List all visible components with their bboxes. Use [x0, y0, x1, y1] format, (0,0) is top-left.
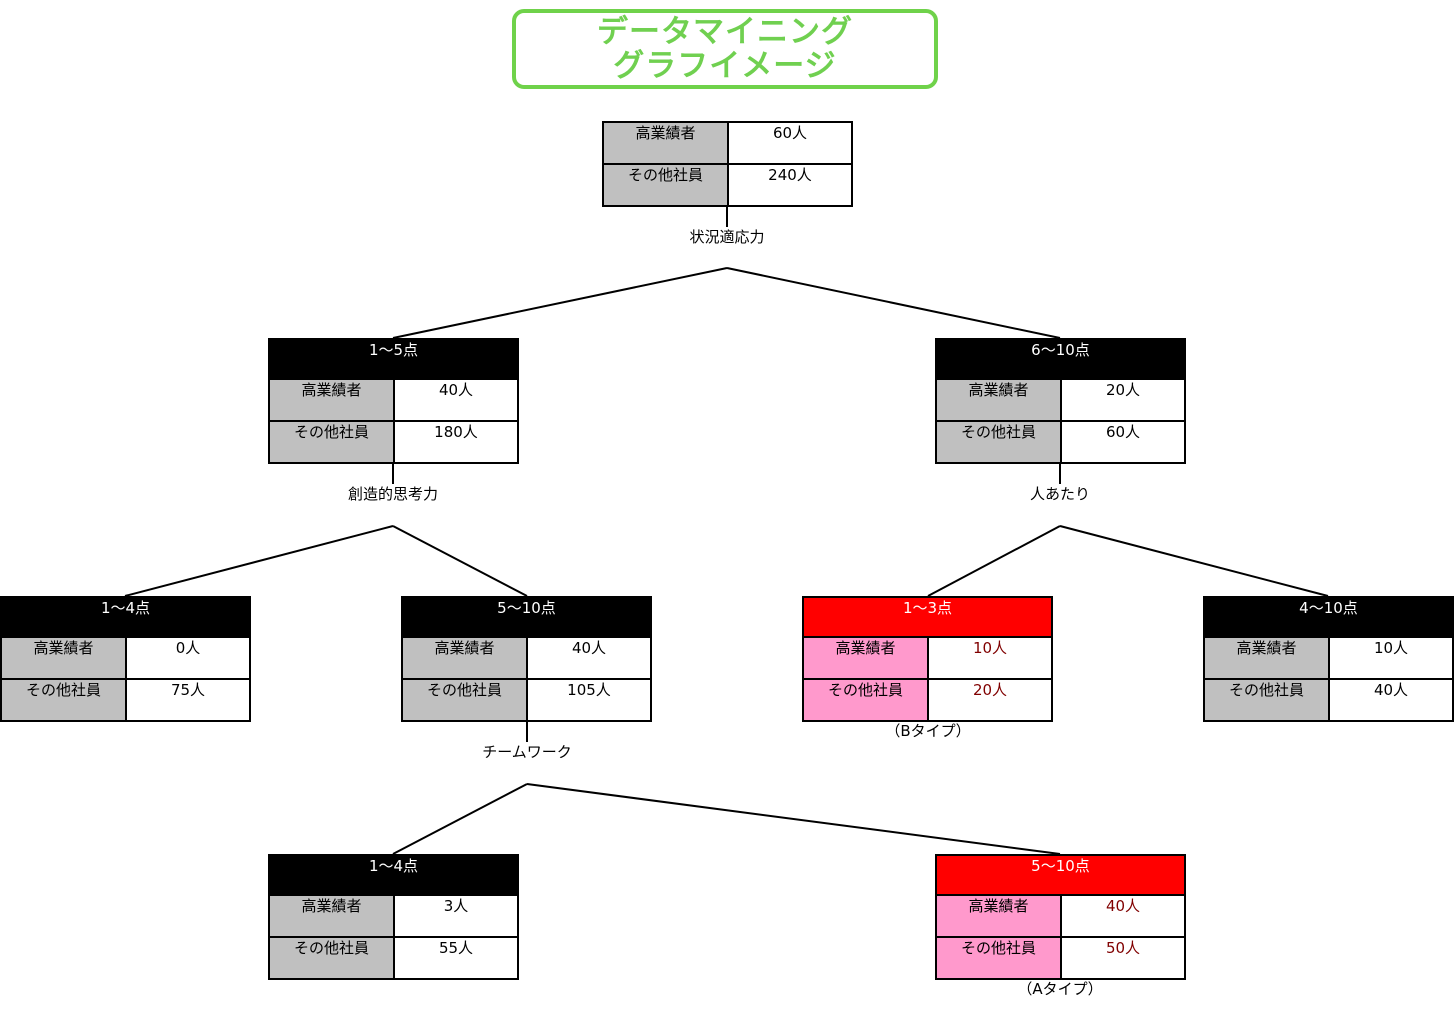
- node-l2-d: 4～10点 高業績者 10人 その他社員 40人: [1203, 596, 1454, 722]
- node-l3-a: 1～4点 高業績者 3人 その他社員 55人: [268, 854, 519, 980]
- label-high: 高業績者: [403, 638, 528, 678]
- branch-l1left-b: [392, 525, 528, 597]
- value-high: 20人: [1062, 380, 1184, 420]
- value-other: 105人: [528, 680, 650, 720]
- node-header: 1～3点: [804, 598, 1051, 638]
- row-high: 高業績者 3人: [270, 896, 517, 936]
- label-other: その他社員: [2, 680, 127, 720]
- label-other: その他社員: [604, 165, 729, 205]
- row-high: 高業績者 60人: [604, 123, 851, 163]
- node-l1-left: 1～5点 高業績者 40人 その他社員 180人: [268, 338, 519, 464]
- row-high: 高業績者 20人: [937, 380, 1184, 420]
- value-other: 50人: [1062, 938, 1184, 978]
- split-label-l1-left: 創造的思考力: [347, 485, 438, 503]
- label-other: その他社員: [937, 422, 1062, 462]
- row-high: 高業績者 40人: [270, 380, 517, 420]
- node-l2-c: 1～3点 高業績者 10人 その他社員 20人: [802, 596, 1053, 722]
- node-header: 5～10点: [937, 856, 1184, 896]
- value-high: 3人: [395, 896, 517, 936]
- type-label-a: （Aタイプ）: [1017, 980, 1103, 998]
- node-header: 1～4点: [2, 598, 249, 638]
- branch-l2b-b: [526, 783, 1061, 855]
- row-high: 高業績者 10人: [804, 638, 1051, 678]
- value-other: 180人: [395, 422, 517, 462]
- node-l3-b: 5～10点 高業績者 40人 その他社員 50人: [935, 854, 1186, 980]
- row-high: 高業績者 10人: [1205, 638, 1452, 678]
- label-high: 高業績者: [2, 638, 127, 678]
- label-other: その他社員: [270, 938, 395, 978]
- branch-l2b-a: [392, 783, 528, 855]
- label-high: 高業績者: [604, 123, 729, 163]
- node-header: 4～10点: [1205, 598, 1452, 638]
- row-other: その他社員 105人: [403, 678, 650, 720]
- value-high: 40人: [1062, 896, 1184, 936]
- value-high: 0人: [127, 638, 249, 678]
- value-high: 10人: [929, 638, 1051, 678]
- value-other: 75人: [127, 680, 249, 720]
- value-other: 240人: [729, 165, 851, 205]
- row-other: その他社員 55人: [270, 936, 517, 978]
- value-other: 60人: [1062, 422, 1184, 462]
- label-other: その他社員: [1205, 680, 1330, 720]
- row-high: 高業績者 40人: [403, 638, 650, 678]
- node-header: 6～10点: [937, 340, 1184, 380]
- title-line-2: グラフイメージ: [613, 48, 837, 84]
- label-other: その他社員: [403, 680, 528, 720]
- type-label-b: （Bタイプ）: [885, 722, 971, 740]
- row-other: その他社員 40人: [1205, 678, 1452, 720]
- label-other: その他社員: [270, 422, 395, 462]
- value-high: 40人: [528, 638, 650, 678]
- node-header: 1～5点: [270, 340, 517, 380]
- row-high: 高業績者 40人: [937, 896, 1184, 936]
- row-other: その他社員 240人: [604, 163, 851, 205]
- row-other: その他社員 75人: [2, 678, 249, 720]
- row-other: その他社員 20人: [804, 678, 1051, 720]
- value-high: 10人: [1330, 638, 1452, 678]
- node-l1-right: 6～10点 高業績者 20人 その他社員 60人: [935, 338, 1186, 464]
- split-label-l1-right: 人あたり: [1029, 485, 1090, 503]
- value-high: 40人: [395, 380, 517, 420]
- branch-l1left-a: [124, 525, 394, 597]
- value-other: 40人: [1330, 680, 1452, 720]
- node-header: 5～10点: [403, 598, 650, 638]
- split-label-l2-b: チームワーク: [482, 743, 572, 761]
- branch-l1right-c: [927, 525, 1061, 597]
- label-high: 高業績者: [270, 896, 395, 936]
- value-other: 55人: [395, 938, 517, 978]
- label-other: その他社員: [804, 680, 929, 720]
- title-box: データマイニング グラフイメージ: [512, 9, 938, 89]
- node-l2-b: 5～10点 高業績者 40人 その他社員 105人: [401, 596, 652, 722]
- root-node: 高業績者 60人 その他社員 240人: [602, 121, 853, 207]
- node-l2-a: 1～4点 高業績者 0人 その他社員 75人: [0, 596, 251, 722]
- row-other: その他社員 50人: [937, 936, 1184, 978]
- label-other: その他社員: [937, 938, 1062, 978]
- row-high: 高業績者 0人: [2, 638, 249, 678]
- title-line-1: データマイニング: [597, 14, 853, 50]
- split-label-root: 状況適応力: [689, 228, 765, 246]
- branch-root-left: [392, 267, 728, 339]
- node-header: 1～4点: [270, 856, 517, 896]
- row-other: その他社員 180人: [270, 420, 517, 462]
- label-high: 高業績者: [270, 380, 395, 420]
- label-high: 高業績者: [1205, 638, 1330, 678]
- row-other: その他社員 60人: [937, 420, 1184, 462]
- branch-l1right-d: [1059, 525, 1329, 597]
- label-high: 高業績者: [804, 638, 929, 678]
- value-high: 60人: [729, 123, 851, 163]
- branch-root-right: [726, 267, 1061, 339]
- label-high: 高業績者: [937, 380, 1062, 420]
- label-high: 高業績者: [937, 896, 1062, 936]
- value-other: 20人: [929, 680, 1051, 720]
